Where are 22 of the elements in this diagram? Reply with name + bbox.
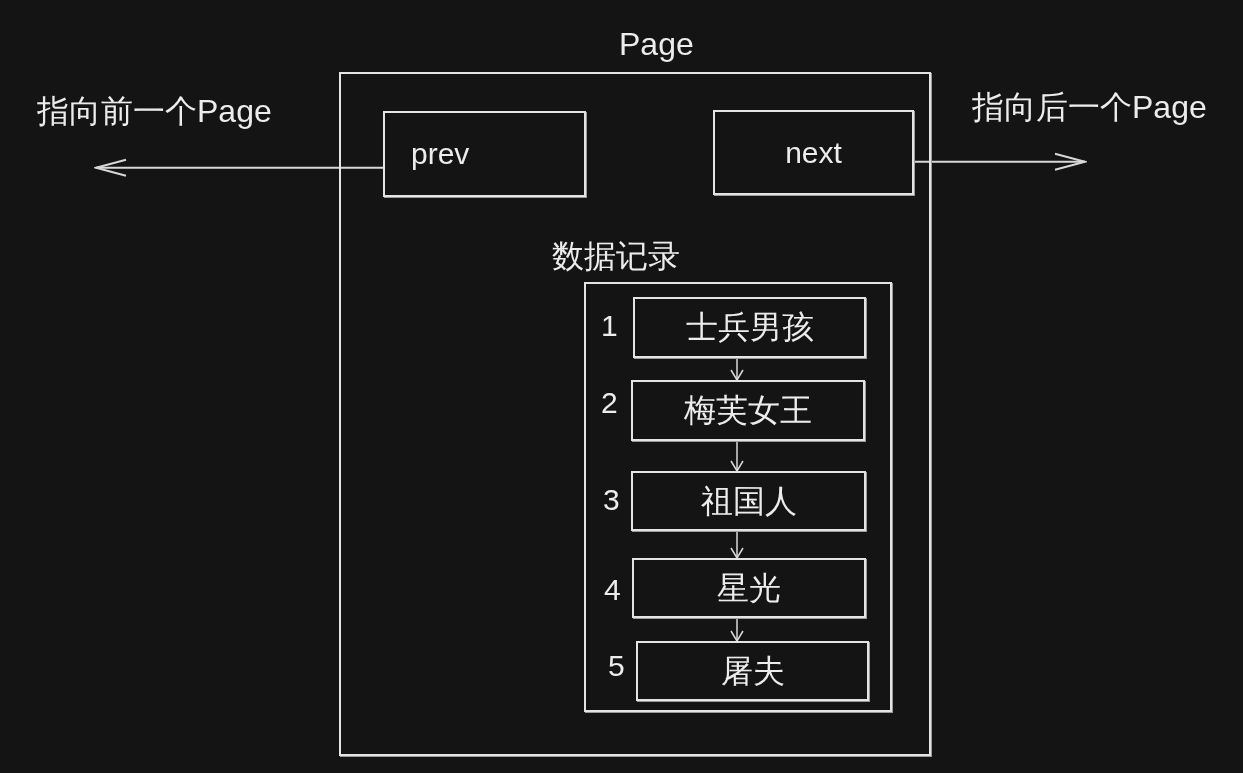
pointer-box: prev	[383, 111, 586, 197]
arrow	[95, 158, 384, 177]
record-number: 4	[604, 575, 621, 605]
record-box: 屠夫	[636, 641, 869, 701]
record-number: 1	[601, 311, 618, 341]
arrow	[730, 617, 744, 642]
record-box: 星光	[632, 558, 866, 618]
arrow	[730, 440, 744, 472]
pointer-label: 指向后一个Page	[972, 86, 1207, 128]
box-heading: 数据记录	[552, 240, 680, 272]
record-box: 士兵男孩	[633, 297, 866, 358]
record-number: 3	[603, 485, 620, 515]
record-box: 梅芙女王	[631, 380, 865, 441]
box-heading: Page	[619, 28, 694, 60]
pointer-label: 指向前一个Page	[37, 90, 272, 132]
record-number: 5	[608, 651, 625, 681]
record-box: 祖国人	[631, 471, 866, 531]
arrow	[913, 152, 1086, 171]
pointer-box: next	[713, 110, 914, 195]
record-number: 2	[601, 388, 618, 418]
arrow	[730, 530, 744, 559]
arrow	[730, 357, 744, 381]
